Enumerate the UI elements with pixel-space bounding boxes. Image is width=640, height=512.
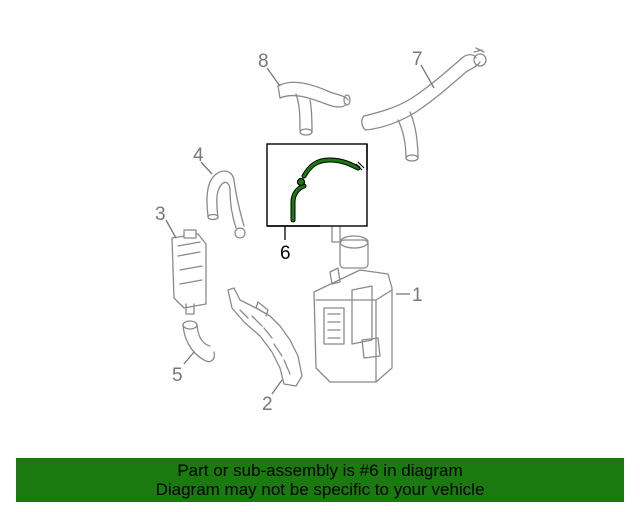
callout-6: 6 <box>280 243 291 264</box>
callout-7: 7 <box>412 49 423 70</box>
hose-part-5[interactable] <box>182 320 216 363</box>
canister-part-1[interactable] <box>313 217 393 383</box>
hose-part-4[interactable] <box>206 170 246 239</box>
callout-8: 8 <box>258 51 269 72</box>
callout-3: 3 <box>155 204 166 225</box>
callout-4: 4 <box>193 145 204 166</box>
hose-part-8[interactable] <box>277 81 351 136</box>
banner-line-1: Part or sub-assembly is #6 in diagram <box>177 461 463 480</box>
banner-line-2: Diagram may not be specific to your vehi… <box>155 480 485 499</box>
callout-5: 5 <box>172 365 183 386</box>
callout-1: 1 <box>412 285 423 306</box>
inset-part-6[interactable] <box>266 143 368 227</box>
callout-2: 2 <box>262 394 273 415</box>
hose-part-7[interactable] <box>361 47 487 162</box>
bracket-part-2[interactable] <box>227 287 303 387</box>
info-banner: Part or sub-assembly is #6 in diagram Di… <box>16 458 624 502</box>
component-part-3[interactable] <box>171 229 207 315</box>
